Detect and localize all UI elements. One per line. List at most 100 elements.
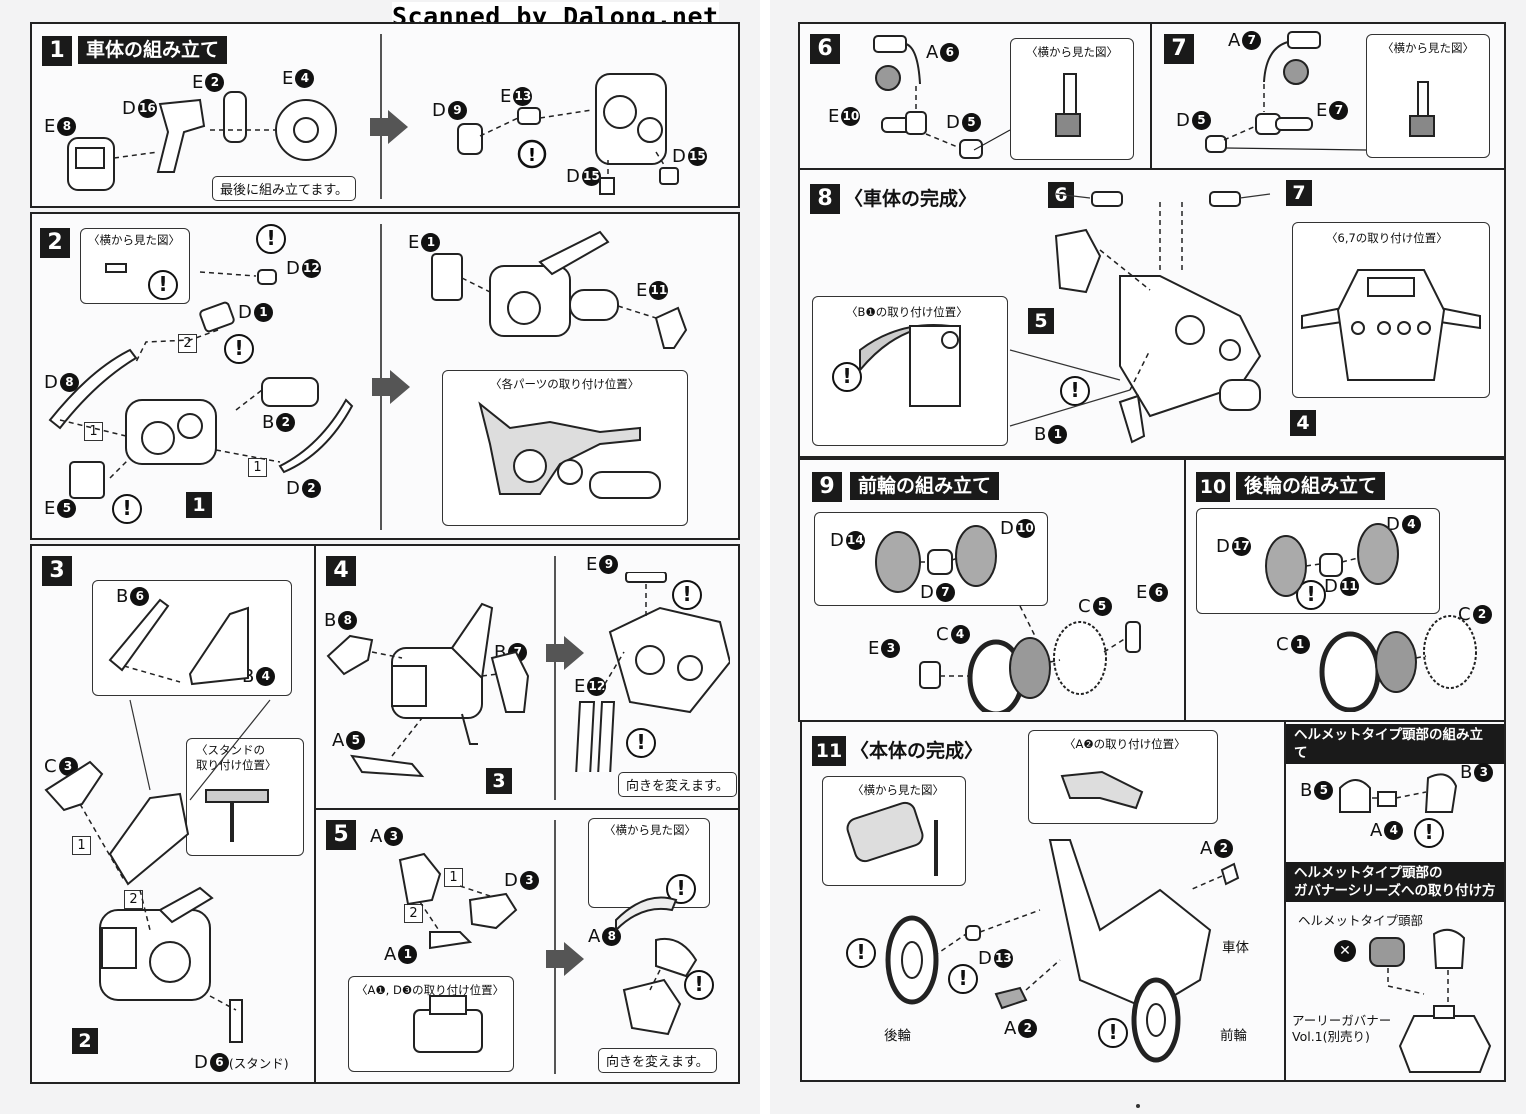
step-4-result-ref: 3 bbox=[486, 768, 512, 794]
substep-1: 1 bbox=[444, 868, 463, 887]
helmet-governor-title: ヘルメットタイプ頭部の ガバナーシリーズへの取り付け方 bbox=[1286, 862, 1504, 902]
step-2-result-ref: 1 bbox=[186, 492, 212, 518]
step-11-a2-position-caption: 〈A❷の取り付け位置〉 bbox=[1064, 737, 1186, 751]
step-5-note: 向きを変えます。 bbox=[598, 1048, 717, 1073]
substep-1: 1 bbox=[248, 458, 267, 477]
warning-icon: ! bbox=[112, 494, 142, 524]
step-11-side-caption: 〈横から見た図〉 bbox=[852, 783, 944, 797]
step-4-number: 4 bbox=[326, 556, 356, 586]
helmet-assembly-drawing bbox=[1339, 773, 1458, 813]
helmet-governor-title-1: ヘルメットタイプ頭部の bbox=[1294, 865, 1443, 881]
step-8-ref-5: 5 bbox=[1028, 308, 1054, 334]
step-11-drawing bbox=[846, 770, 1240, 1063]
step-1-note: 最後に組み立てます。 bbox=[212, 176, 357, 201]
step-10-title: 後輪の組み立て bbox=[1236, 472, 1386, 500]
step-8-drawing bbox=[859, 191, 1271, 444]
step-5-next-arrow bbox=[546, 942, 584, 976]
step-5-number: 5 bbox=[326, 820, 356, 850]
step-3-drawing bbox=[44, 598, 271, 1043]
svg-text:!: ! bbox=[528, 145, 536, 166]
step-2-side-caption: 〈横から見た図〉 bbox=[88, 233, 180, 247]
step-2-number: 2 bbox=[40, 228, 70, 258]
step-7-number: 7 bbox=[1164, 34, 1194, 64]
step-4-drawing bbox=[326, 602, 530, 778]
step-3-stand-caption-2: 取り付け位置〉 bbox=[196, 758, 277, 772]
warning-icon: ! bbox=[684, 970, 714, 1000]
step-8-mirror-position-caption: 〈6,7の取り付け位置〉 bbox=[1326, 231, 1448, 245]
step-10-number: 10 bbox=[1196, 472, 1230, 502]
warning-icon: ! bbox=[832, 362, 862, 392]
step-2-result-drawing bbox=[431, 230, 688, 349]
step-2-next-arrow bbox=[372, 370, 410, 404]
step-1-drawing: ! bbox=[67, 73, 679, 195]
step-8-title: 〈車体の完成〉 bbox=[844, 188, 978, 210]
substep-2: 2 bbox=[404, 904, 423, 923]
step-11-title: 〈本体の完成〉 bbox=[850, 740, 984, 762]
label-helmet-head: ヘルメットタイプ頭部 bbox=[1298, 913, 1424, 928]
step-3-result-ref: 2 bbox=[72, 1028, 98, 1054]
step-8-b1-position-caption: 〈B❶の取り付け位置〉 bbox=[846, 305, 968, 319]
step-9-number: 9 bbox=[812, 472, 842, 502]
step-8-ref-4: 4 bbox=[1290, 410, 1316, 436]
label-governor-1: アーリーガバナー bbox=[1292, 1013, 1392, 1028]
step-1-title: 車体の組み立て bbox=[78, 36, 228, 64]
step-4-divider bbox=[554, 556, 556, 800]
label-b4: B4 bbox=[242, 666, 276, 687]
warning-icon: ! bbox=[948, 964, 978, 994]
step-5-result-drawing bbox=[615, 896, 698, 1036]
step-2-divider bbox=[380, 224, 382, 530]
step-4-next-arrow bbox=[546, 636, 584, 670]
substep-1: 1 bbox=[72, 836, 91, 855]
label-rear-wheel: 後輪 bbox=[884, 1028, 911, 1044]
warning-icon: ! bbox=[1098, 1018, 1128, 1048]
page-tick bbox=[1136, 1104, 1140, 1108]
step-11-a2-position-view bbox=[1028, 730, 1218, 824]
step-8-ref-7: 7 bbox=[1286, 180, 1312, 206]
warning-icon: ! bbox=[672, 580, 702, 610]
step-9-drawing bbox=[875, 525, 1141, 712]
step-2-position-drawing bbox=[478, 401, 661, 499]
helmet-assembly-title: ヘルメットタイプ頭部の組み立て bbox=[1286, 724, 1504, 764]
step-2-position-caption: 〈各パーツの取り付け位置〉 bbox=[490, 377, 640, 391]
step-3-number: 3 bbox=[42, 556, 72, 586]
warning-icon: ! bbox=[626, 728, 656, 758]
step-1-number: 1 bbox=[42, 36, 72, 66]
label-body: 車体 bbox=[1222, 940, 1249, 956]
step-8-number: 8 bbox=[810, 184, 840, 214]
step-4-result-drawing bbox=[575, 572, 730, 772]
step-11-number: 11 bbox=[812, 736, 846, 766]
step-6-side-caption: 〈横から見た図〉 bbox=[1026, 45, 1118, 59]
